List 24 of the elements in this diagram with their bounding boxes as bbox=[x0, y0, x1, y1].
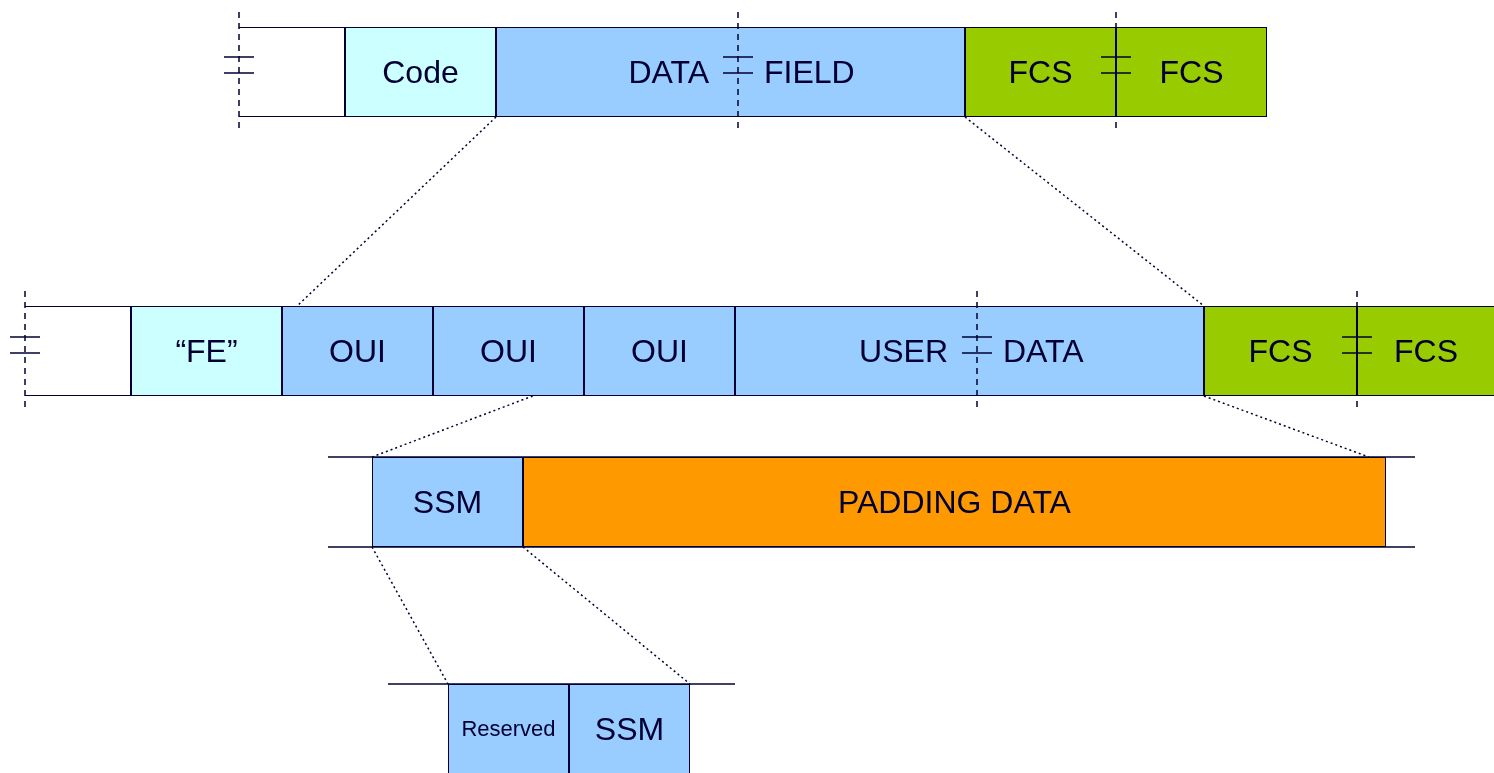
frame-field: “FE” bbox=[131, 306, 282, 396]
frame-field: FCS bbox=[965, 27, 1116, 117]
expansion-line bbox=[964, 116, 1205, 307]
frame-field bbox=[735, 306, 1204, 396]
frame-field: SSM bbox=[569, 684, 690, 773]
frame-field bbox=[496, 27, 965, 117]
frame-field: FCS bbox=[1116, 27, 1267, 117]
blank-field bbox=[239, 27, 345, 117]
expansion-line bbox=[371, 546, 449, 685]
frame-field: PADDING DATA bbox=[523, 457, 1386, 547]
field-label: FIELD bbox=[764, 53, 855, 91]
frame-field: SSM bbox=[372, 457, 523, 547]
frame-field: FCS bbox=[1357, 306, 1494, 396]
field-label: DATA bbox=[1003, 332, 1084, 370]
frame-field: Reserved bbox=[448, 684, 569, 773]
frame-field: FCS bbox=[1204, 306, 1357, 396]
expansion-line bbox=[296, 116, 497, 307]
field-label: DATA bbox=[628, 53, 709, 91]
frame-field: OUI bbox=[433, 306, 584, 396]
frame-field: OUI bbox=[584, 306, 735, 396]
field-label: USER bbox=[859, 332, 948, 370]
frame-field: Code bbox=[345, 27, 496, 117]
blank-field bbox=[25, 306, 131, 396]
frame-field: OUI bbox=[282, 306, 433, 396]
